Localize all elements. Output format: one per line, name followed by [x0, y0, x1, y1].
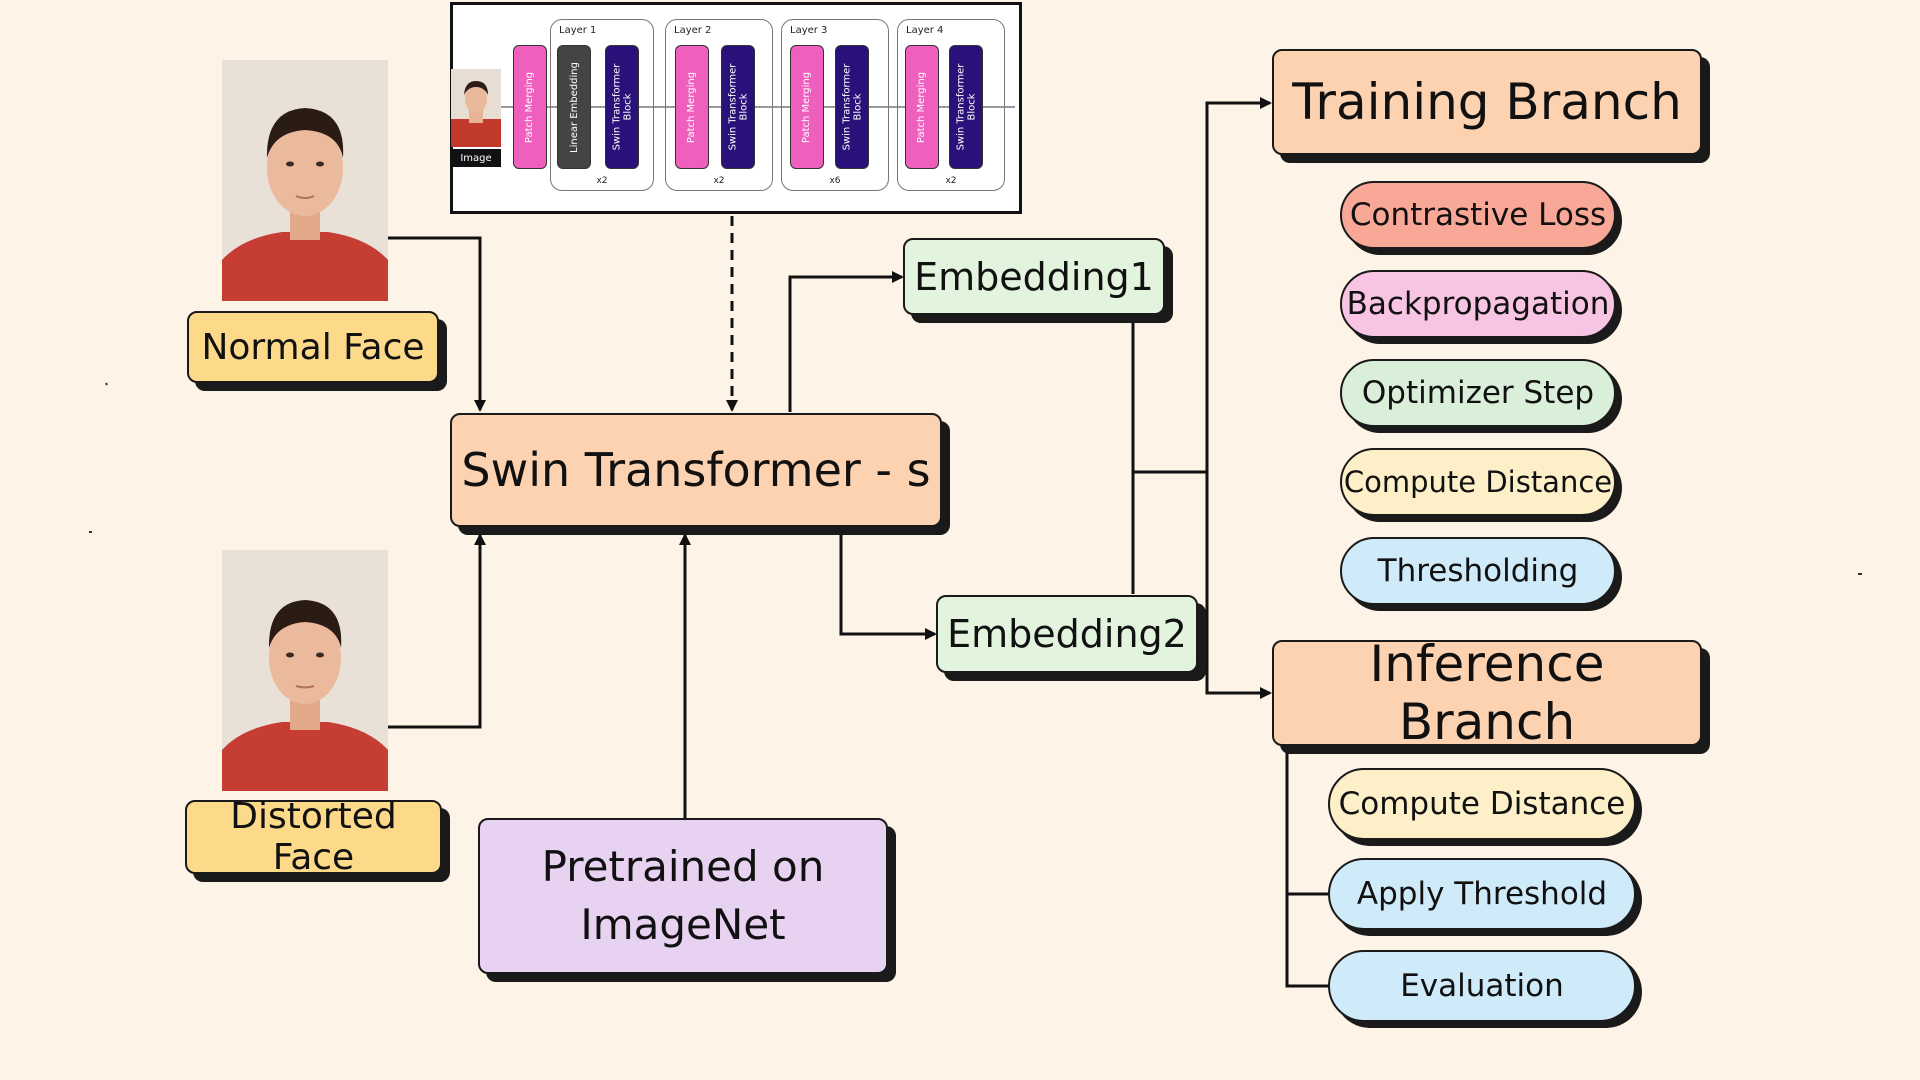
image-thumbnail	[451, 69, 501, 147]
contrastive-loss-step: Contrastive Loss	[1340, 181, 1616, 249]
layer-3-repeat: x6	[829, 176, 841, 186]
layer-1: Layer 1 x2	[550, 19, 654, 191]
distorted-face-label: Distorted Face	[185, 796, 442, 878]
arrow-to-training-branch	[1205, 97, 1272, 693]
normal-face-label: Normal Face	[187, 311, 439, 383]
swin-block: Swin Transformer Block	[949, 45, 983, 169]
arrow-model-to-embedding2	[839, 533, 937, 640]
layer-4-title: Layer 4	[906, 25, 944, 36]
embedding2-box: Embedding2	[936, 595, 1198, 673]
patch-merging-block: Patch Merging	[513, 45, 547, 169]
backpropagation-step: Backpropagation	[1340, 270, 1616, 338]
swin-block: Swin Transformer Block	[835, 45, 869, 169]
arrow-normal-to-model	[388, 236, 486, 412]
swin-architecture-panel: Image Layer 1 x2 Layer 2 x2 Layer 3 x6 L…	[450, 2, 1022, 214]
distorted-face-image	[222, 550, 388, 791]
arrow-model-to-embedding1	[788, 271, 904, 412]
pretrained-line-2: ImageNet	[580, 900, 786, 949]
patch-merging-block: Patch Merging	[790, 45, 824, 169]
arrow-distorted-to-model	[388, 533, 486, 729]
image-caption: Image	[451, 149, 501, 167]
inference-compute-distance-step: Compute Distance	[1328, 768, 1636, 840]
layer-3: Layer 3 x6	[781, 19, 889, 191]
layer-2: Layer 2 x2	[665, 19, 773, 191]
swin-block: Swin Transformer Block	[721, 45, 755, 169]
layer-4: Layer 4 x2	[897, 19, 1005, 191]
thresholding-step: Thresholding	[1340, 537, 1616, 605]
inference-branch-box: Inference Branch	[1272, 635, 1702, 751]
layer-2-title: Layer 2	[674, 25, 712, 36]
layer-3-title: Layer 3	[790, 25, 828, 36]
layer-1-repeat: x2	[596, 176, 608, 186]
pretrained-imagenet-box: Pretrained on ImageNet	[478, 818, 888, 974]
patch-merging-block: Patch Merging	[675, 45, 709, 169]
swin-transformer-box: Swin Transformer - s	[450, 413, 942, 527]
layer-4-repeat: x2	[945, 176, 957, 186]
embedding1-box: Embedding1	[903, 238, 1165, 315]
swin-block: Swin Transformer Block	[605, 45, 639, 169]
evaluation-step: Evaluation	[1328, 950, 1636, 1022]
layer-2-repeat: x2	[713, 176, 725, 186]
optimizer-step: Optimizer Step	[1340, 359, 1616, 427]
training-branch-box: Training Branch	[1272, 49, 1702, 155]
apply-threshold-step: Apply Threshold	[1328, 858, 1636, 930]
compute-distance-step: Compute Distance	[1340, 448, 1616, 516]
pretrained-line-1: Pretrained on	[541, 842, 825, 891]
arrow-to-inference-branch	[1205, 600, 1272, 699]
patch-merging-block: Patch Merging	[905, 45, 939, 169]
panel-flow-arrows	[501, 106, 1015, 108]
linear-embedding-block: Linear Embedding	[557, 45, 591, 169]
line-embedding1-down	[1131, 315, 1207, 474]
normal-face-image	[222, 60, 388, 301]
layer-1-title: Layer 1	[559, 25, 597, 36]
bracket-inference-steps	[1285, 752, 1330, 988]
